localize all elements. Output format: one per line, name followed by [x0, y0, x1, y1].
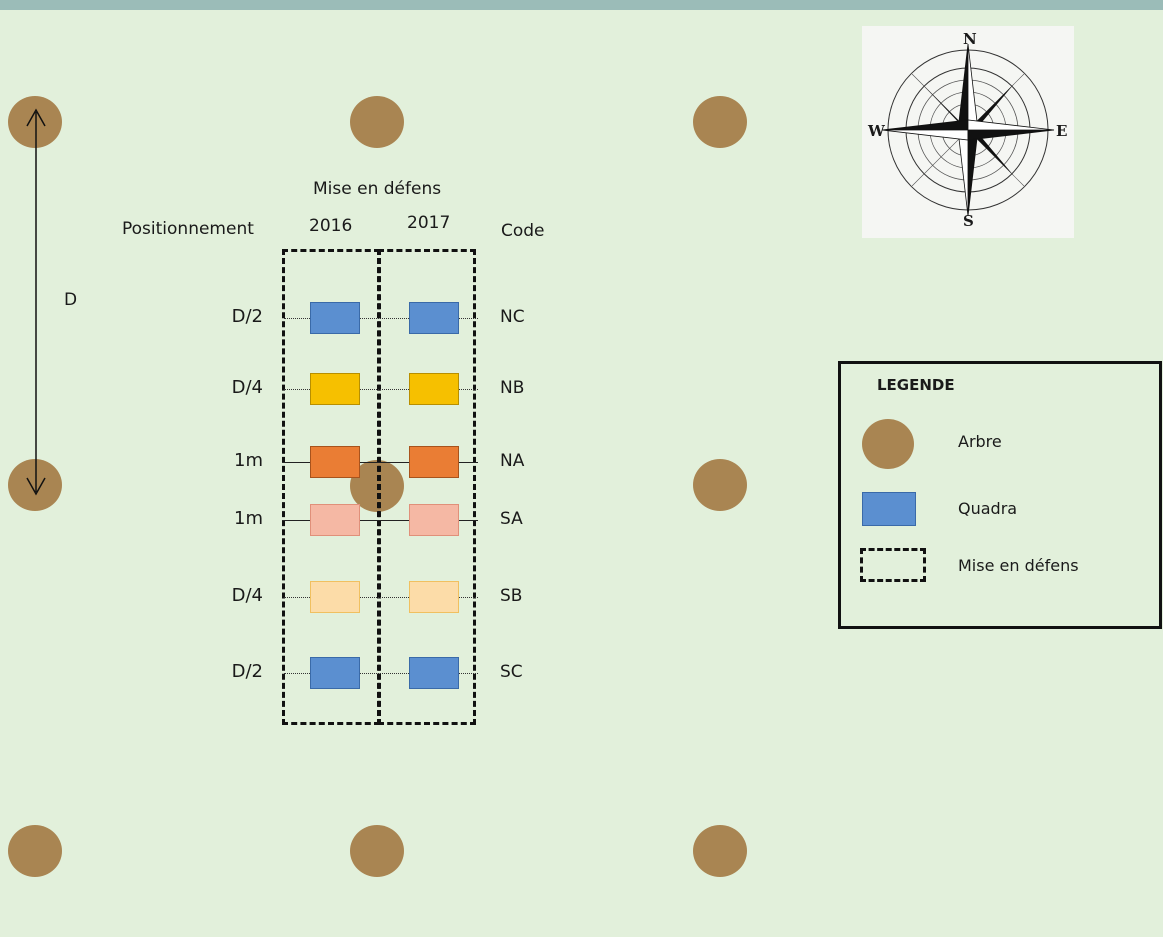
legend-title: LEGENDE — [877, 376, 955, 394]
enclosure-title: Mise en défens — [313, 179, 442, 199]
quadrat-2017 — [409, 581, 459, 613]
legend-enclosure-swatch — [860, 548, 926, 582]
row-connector — [360, 597, 409, 598]
position-label: D/4 — [231, 585, 263, 606]
position-label: D/2 — [231, 661, 263, 682]
tree-top-right — [693, 96, 747, 148]
row-connector — [284, 520, 310, 521]
position-label: D/4 — [231, 377, 263, 398]
compass-south-label: S — [963, 212, 974, 230]
positioning-header: Positionnement — [122, 219, 254, 239]
row-connector — [459, 389, 478, 390]
quadrat-2017 — [409, 302, 459, 334]
row-connector — [284, 673, 310, 674]
row-connector — [284, 597, 310, 598]
compass-east-label: E — [1056, 122, 1068, 140]
code-label: NA — [500, 451, 525, 471]
tree-bottom-left — [8, 825, 62, 877]
code-label: SB — [500, 586, 523, 606]
enclosure-2017 — [378, 249, 476, 725]
row-connector — [459, 597, 478, 598]
code-header: Code — [501, 221, 545, 241]
code-label: NB — [500, 378, 525, 398]
compass-north-label: N — [963, 30, 977, 48]
legend-quadrat-swatch — [862, 492, 916, 526]
row-connector — [360, 520, 409, 521]
position-label: D/2 — [231, 306, 263, 327]
compass-rose: N S E W — [862, 26, 1074, 238]
tree-top-middle — [350, 96, 404, 148]
quadrat-2016 — [310, 657, 360, 689]
row-connector — [284, 462, 310, 463]
row-connector — [459, 462, 478, 463]
quadrat-2016 — [310, 504, 360, 536]
quadrat-2016 — [310, 446, 360, 478]
code-label: NC — [500, 307, 525, 327]
row-connector — [459, 318, 478, 319]
row-connector — [360, 673, 409, 674]
year-2017-header: 2017 — [407, 213, 451, 233]
legend-tree-swatch — [862, 419, 914, 469]
tree-middle-right — [693, 459, 747, 511]
tree-bottom-middle — [350, 825, 404, 877]
quadrat-2017 — [409, 657, 459, 689]
tree-top-left — [8, 96, 62, 148]
position-label: 1m — [234, 450, 263, 471]
tree-bottom-right — [693, 825, 747, 877]
row-connector — [284, 389, 310, 390]
row-connector — [360, 389, 409, 390]
row-connector — [360, 462, 409, 463]
code-label: SC — [500, 662, 523, 682]
compass-west-label: W — [868, 122, 885, 140]
year-2016-header: 2016 — [309, 216, 353, 236]
legend-tree-label: Arbre — [958, 432, 1002, 451]
row-connector — [284, 318, 310, 319]
position-label: 1m — [234, 508, 263, 529]
row-connector — [459, 673, 478, 674]
code-label: SA — [500, 509, 523, 529]
legend-quadrat-label: Quadra — [958, 499, 1018, 518]
legend-enclosure-label: Mise en défens — [958, 556, 1079, 575]
legend-box: LEGENDE Arbre Quadra Mise en défens — [838, 361, 1162, 629]
distance-arrow — [26, 108, 46, 496]
quadrat-2017 — [409, 373, 459, 405]
quadrat-2016 — [310, 302, 360, 334]
row-connector — [360, 318, 409, 319]
quadrat-2017 — [409, 504, 459, 536]
quadrat-2016 — [310, 373, 360, 405]
distance-label: D — [64, 290, 78, 310]
quadrat-2016 — [310, 581, 360, 613]
quadrat-2017 — [409, 446, 459, 478]
row-connector — [459, 520, 478, 521]
top-bar — [0, 0, 1163, 10]
tree-middle-left — [8, 459, 62, 511]
